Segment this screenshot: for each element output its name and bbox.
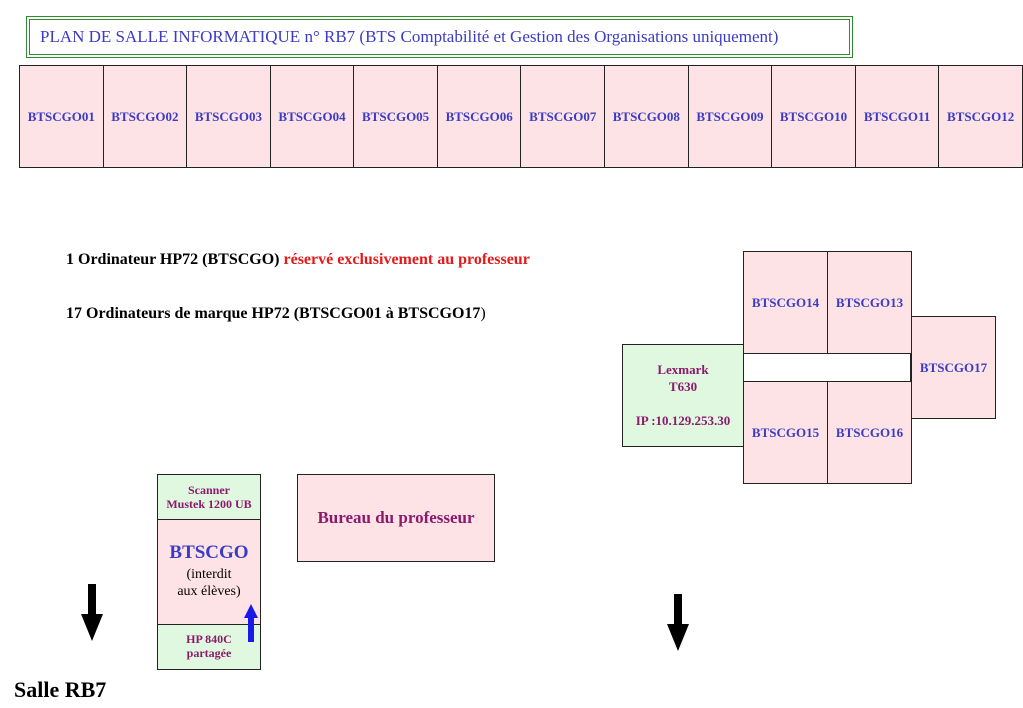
note-student-computers-close: ) [480,305,486,322]
workstation-btscgo17[interactable]: BTSCGO17 [911,316,996,419]
teacher-pc-note-line2: aux élèves) [177,584,241,599]
printer-ip: IP :10.129.253.30 [635,413,731,428]
teacher-pc-note-line1: (interdit [186,567,232,582]
note-student-computers: 17 Ordinateurs de marque HP72 (BTSCGO01 … [66,305,486,323]
exit-down-arrow-icon [667,594,689,651]
workstation-btscgo10[interactable]: BTSCGO10 [771,65,856,168]
printer-model: T630 [668,379,698,394]
workstation-btscgo02[interactable]: BTSCGO02 [102,65,188,168]
teacher-pc-note: (interdit aux élèves) [158,566,260,600]
workstation-btscgo16[interactable]: BTSCGO16 [827,381,912,484]
note-teacher-computer-text: 1 Ordinateur HP72 (BTSCGO) [66,251,284,268]
workstation-btscgo01[interactable]: BTSCGO01 [19,65,104,168]
workstation-btscgo03[interactable]: BTSCGO03 [186,65,271,168]
hp-840c-printer[interactable]: HP 840C partagée [157,624,261,670]
workstation-btscgo11[interactable]: BTSCGO11 [854,65,940,168]
workstation-btscgo06[interactable]: BTSCGO06 [436,65,522,168]
scanner-model: Mustek 1200 UB [166,497,252,511]
workstation-btscgo15[interactable]: BTSCGO15 [743,381,828,484]
hp840-shared: partagée [186,646,232,660]
workstation-btscgo08[interactable]: BTSCGO08 [604,65,689,168]
teacher-desk[interactable]: Bureau du professeur [297,474,495,562]
blue-up-arrow-icon [244,604,258,642]
printer-brand: Lexmark [657,362,709,377]
workstation-btscgo07[interactable]: BTSCGO07 [520,65,606,168]
plan-title: PLAN DE SALLE INFORMATIQUE n° RB7 (BTS C… [26,16,853,58]
workstation-btscgo13[interactable]: BTSCGO13 [827,251,912,354]
workstation-btscgo09[interactable]: BTSCGO09 [687,65,773,168]
note-student-computers-text: 17 Ordinateurs de marque HP72 (BTSCGO01 … [66,305,481,322]
top-row-workstations: BTSCGO01 BTSCGO02 BTSCGO03 BTSCGO04 BTSC… [19,65,1023,168]
note-teacher-computer: 1 Ordinateur HP72 (BTSCGO) réservé exclu… [66,251,530,269]
workstation-btscgo04[interactable]: BTSCGO04 [269,65,355,168]
scanner[interactable]: Scanner Mustek 1200 UB [157,474,261,520]
hp840-model: HP 840C [186,632,232,646]
scanner-label: Scanner [188,483,230,497]
workstation-btscgo-teacher[interactable]: BTSCGO (interdit aux élèves) [157,519,261,625]
room-name: Salle RB7 [14,677,107,702]
lexmark-printer[interactable]: Lexmark T630 IP :10.129.253.30 [622,344,744,447]
workstation-btscgo12[interactable]: BTSCGO12 [938,65,1023,168]
entrance-down-arrow-icon [81,584,103,641]
note-teacher-reserved: réservé exclusivement au professeur [283,251,530,268]
teacher-pc-name: BTSCGO [169,542,249,563]
workstation-btscgo14[interactable]: BTSCGO14 [743,251,828,354]
cluster-gap [743,353,911,382]
workstation-btscgo05[interactable]: BTSCGO05 [353,65,438,168]
